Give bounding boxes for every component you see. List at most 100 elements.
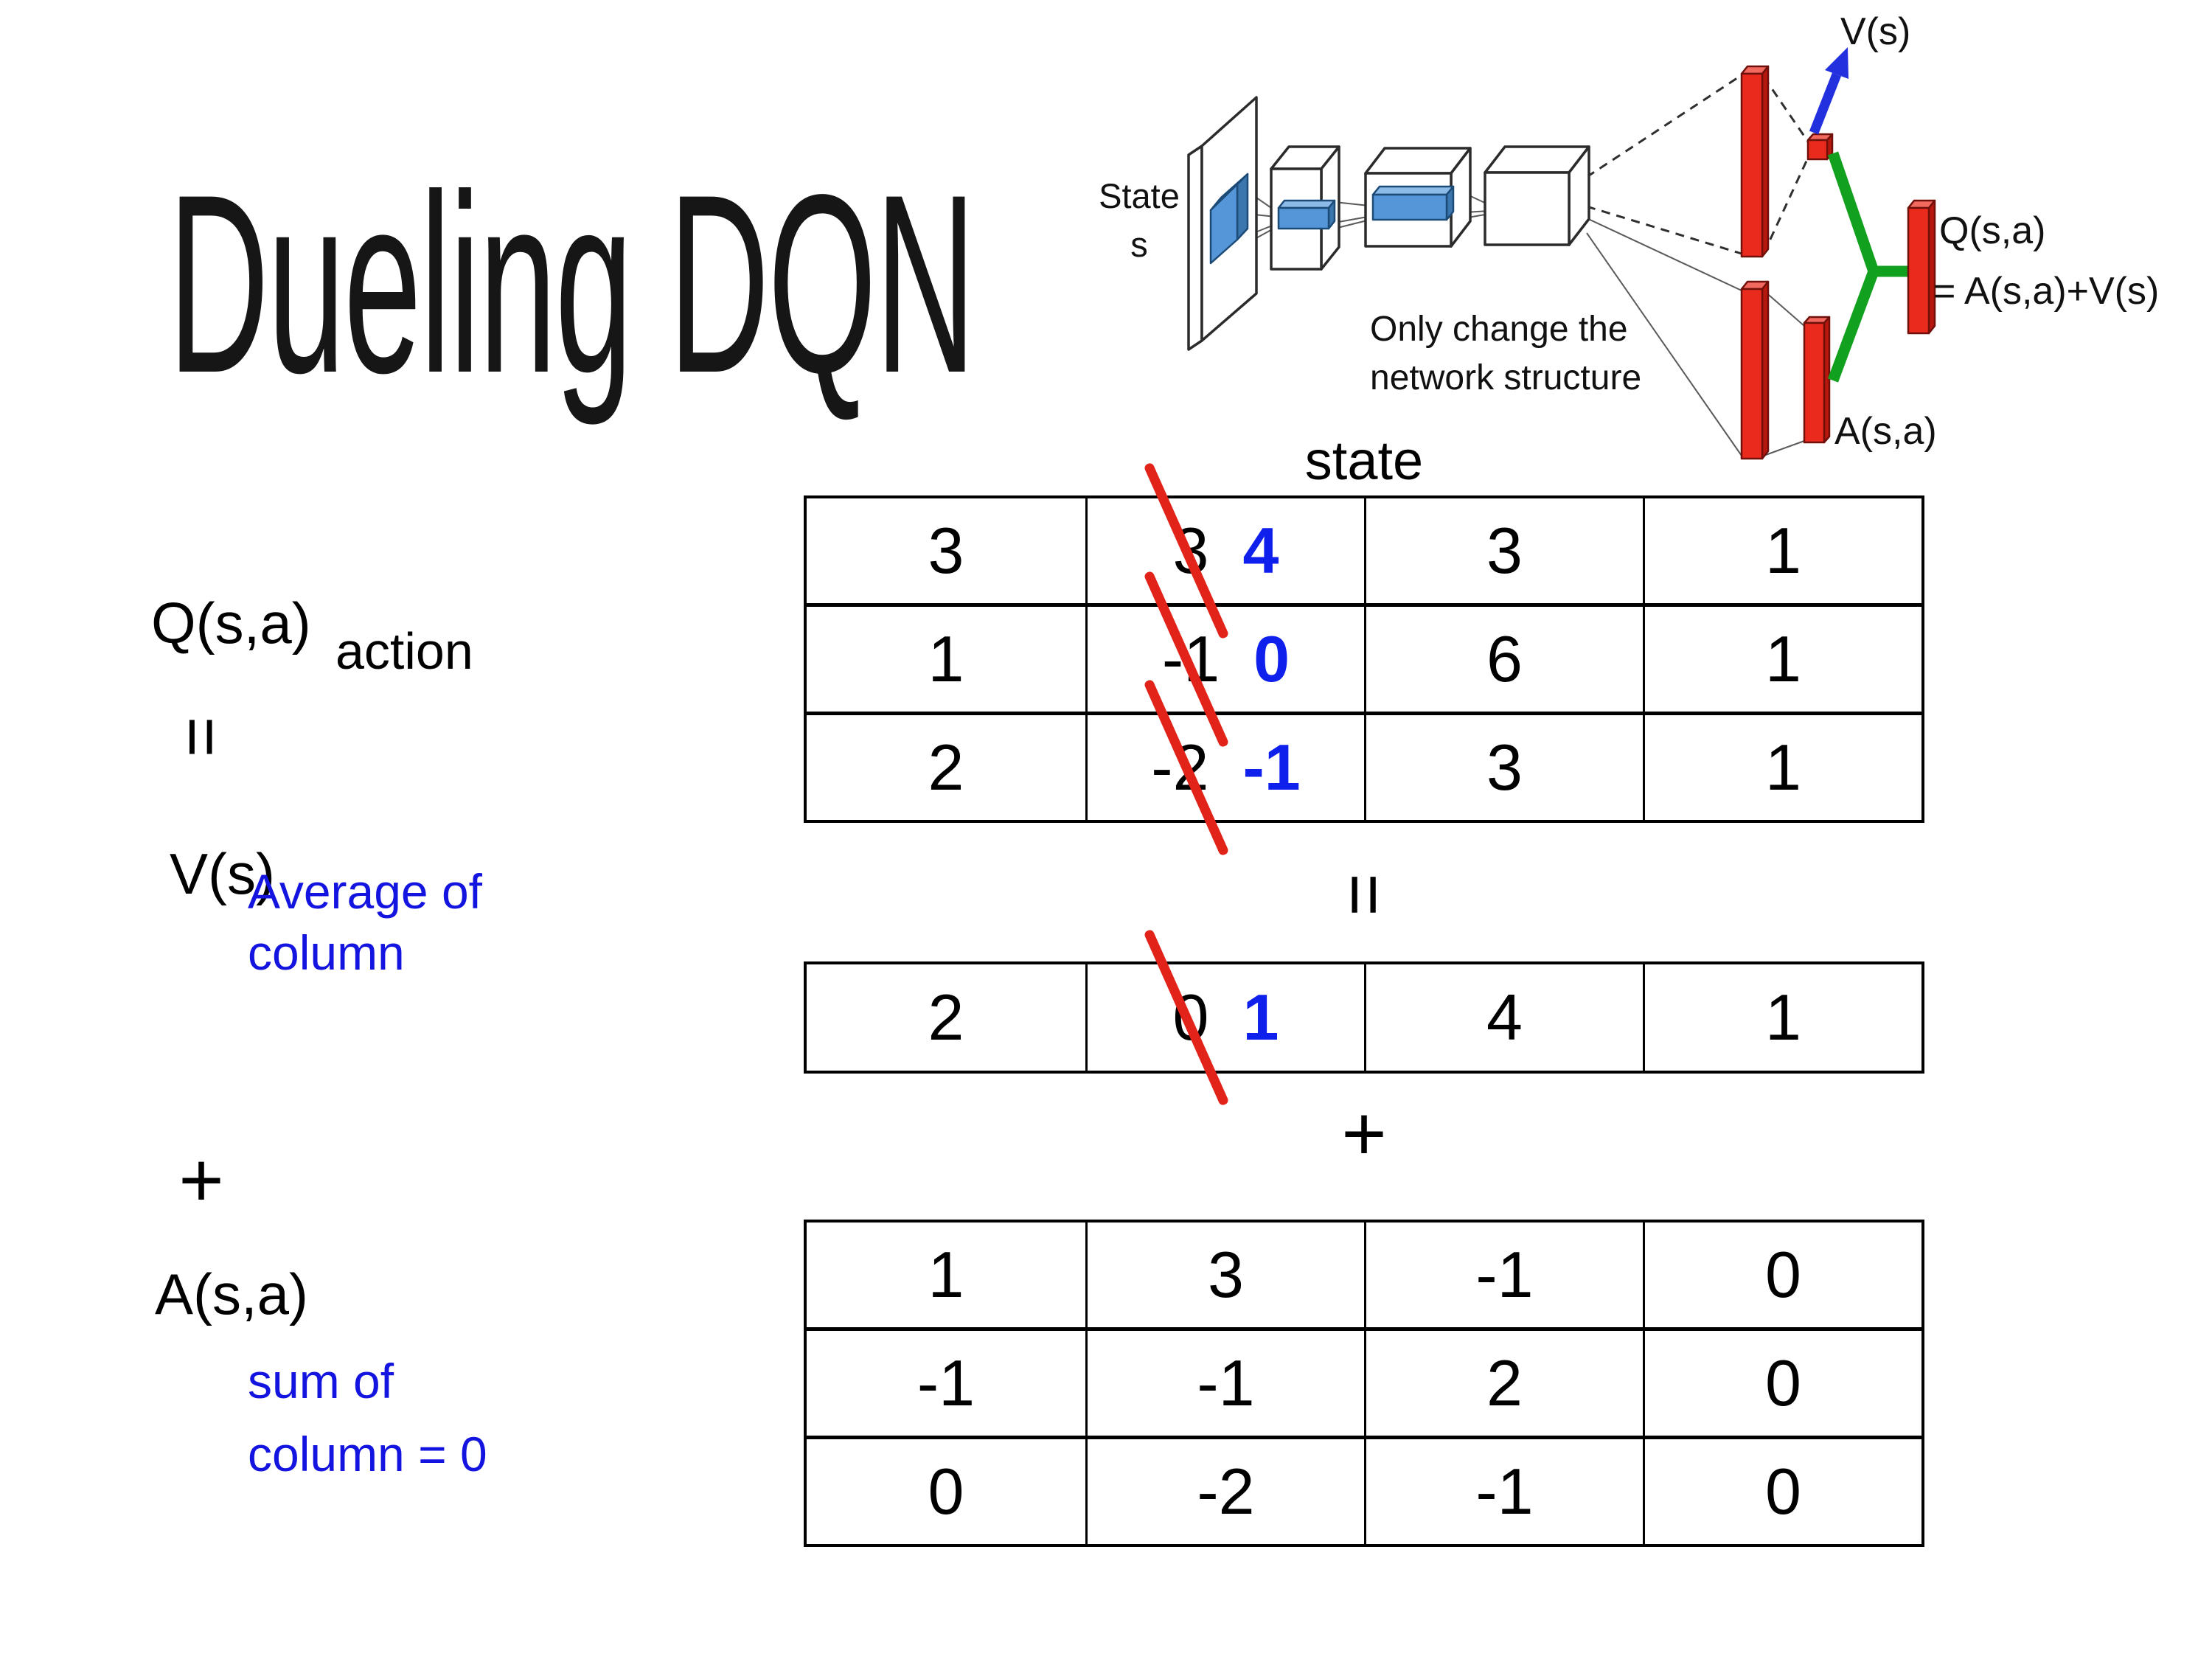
cell-value: 3 bbox=[1486, 514, 1523, 587]
crossed-old-value: 0 bbox=[1172, 981, 1209, 1054]
a-function-label: A(s,a) bbox=[155, 1262, 309, 1326]
a-table-cell: 0 bbox=[1643, 1327, 1921, 1436]
cell-value: 4 bbox=[1486, 981, 1523, 1054]
equals-sign-left: = bbox=[162, 716, 241, 758]
v-table-cell: 1 bbox=[1643, 964, 1921, 1071]
q-table-cell: 3 bbox=[807, 498, 1085, 603]
cell-value: 2 bbox=[928, 981, 964, 1054]
connector-lines bbox=[1210, 184, 1805, 456]
state-input-sub-label: s bbox=[1130, 225, 1148, 264]
v-function-label: V(s) bbox=[170, 841, 275, 906]
highlight-new-value: 0 bbox=[1253, 622, 1290, 695]
state-input-label: State bbox=[1099, 176, 1180, 215]
highlight-new-value: 4 bbox=[1242, 514, 1279, 587]
q-table-cell: 1 bbox=[1643, 712, 1921, 820]
crossed-old-value: -2 bbox=[1151, 731, 1209, 804]
plus-sign-mid: + bbox=[1341, 1091, 1387, 1177]
cell-value: 1 bbox=[1765, 981, 1801, 1054]
crossed-old-value: -1 bbox=[1161, 622, 1220, 695]
q-table-cell: 3 bbox=[1364, 712, 1643, 820]
a-output-label: A(s,a) bbox=[1834, 410, 1937, 453]
q-table-cell: -1 0 bbox=[1085, 570, 1364, 748]
a-table-cell: 0 bbox=[1643, 1436, 1921, 1544]
sum-note-line1: sum of bbox=[248, 1354, 394, 1408]
q-function-label: Q(s,a) bbox=[151, 591, 311, 655]
cell-value: 1 bbox=[928, 622, 964, 695]
feature-bar-1 bbox=[1277, 199, 1336, 230]
average-note: Average of column bbox=[248, 861, 482, 983]
cell-value: 6 bbox=[1486, 622, 1523, 695]
sum-note: sum of column = 0 bbox=[248, 1345, 487, 1491]
highlight-new-value: 1 bbox=[1242, 981, 1279, 1054]
cell-value: 0 bbox=[1765, 1238, 1801, 1311]
cell-value: -1 bbox=[1475, 1455, 1534, 1528]
a-table-cell: 3 bbox=[1085, 1222, 1364, 1327]
q-table-cell: 1 bbox=[1643, 498, 1921, 603]
cell-value: 1 bbox=[1765, 622, 1801, 695]
value-scalar-box bbox=[1806, 133, 1834, 161]
a-table-cell: 1 bbox=[807, 1222, 1085, 1327]
v-table-cell: 4 bbox=[1364, 964, 1643, 1071]
feature-bar-2 bbox=[1371, 185, 1455, 221]
a-table-cell: -1 bbox=[1085, 1327, 1364, 1436]
average-note-line2: column bbox=[248, 925, 405, 980]
a-table-cell: -2 bbox=[1085, 1436, 1364, 1544]
conv-patch-shape bbox=[1209, 173, 1249, 265]
cell-value: 1 bbox=[928, 1238, 964, 1311]
cell-value: 2 bbox=[1486, 1346, 1523, 1419]
average-note-line1: Average of bbox=[248, 864, 483, 919]
cell-value: -1 bbox=[917, 1346, 975, 1419]
q-table-cell: 1 bbox=[1643, 603, 1921, 712]
q-table-cell: 6 bbox=[1364, 603, 1643, 712]
cell-value: 0 bbox=[928, 1455, 964, 1528]
cell-value: 2 bbox=[928, 731, 964, 804]
cell-value: 1 bbox=[1765, 514, 1801, 587]
merge-links-green bbox=[1827, 151, 1914, 383]
a-value-table: 1 3 -1 0 -1 -1 2 0 0 -2 -1 0 bbox=[804, 1220, 1924, 1547]
value-stream-hidden-bar bbox=[1740, 65, 1770, 258]
advantage-stream-hidden-bar bbox=[1740, 280, 1770, 460]
v-output-label: V(s) bbox=[1840, 10, 1910, 53]
a-table-cell: 0 bbox=[807, 1436, 1085, 1544]
q-output-label-line2: = A(s,a)+V(s) bbox=[1933, 270, 2159, 313]
cell-value: 0 bbox=[1765, 1455, 1801, 1528]
q-output-bar bbox=[1907, 199, 1936, 335]
q-table-cell: 3 bbox=[1364, 498, 1643, 603]
v-table-cell: 2 bbox=[807, 964, 1085, 1071]
cell-value: -1 bbox=[1475, 1238, 1534, 1311]
a-table-cell: 2 bbox=[1364, 1327, 1643, 1436]
a-table-cell: -1 bbox=[1364, 1222, 1643, 1327]
cell-value: 3 bbox=[1208, 1238, 1244, 1311]
a-table-cell: -1 bbox=[807, 1327, 1085, 1436]
v-output-arrow bbox=[1809, 47, 1848, 135]
advantage-vector-bar bbox=[1803, 316, 1831, 444]
fc-layer-box bbox=[1484, 145, 1590, 246]
network-note-line2: network structure bbox=[1370, 358, 1641, 397]
dashed-connector-lines bbox=[1586, 74, 1809, 255]
q-table-cell: 1 bbox=[807, 603, 1085, 712]
slide-title: Dueling DQN bbox=[168, 142, 976, 426]
a-table-cell: -1 bbox=[1364, 1436, 1643, 1544]
cell-value: -2 bbox=[1197, 1455, 1255, 1528]
sum-note-line2: column = 0 bbox=[248, 1427, 487, 1481]
highlight-new-value: -1 bbox=[1242, 731, 1301, 804]
cell-value: 3 bbox=[1486, 731, 1523, 804]
a-table-cell: 0 bbox=[1643, 1222, 1921, 1327]
q-output-label-line1: Q(s,a) bbox=[1939, 209, 2045, 252]
cell-value: -1 bbox=[1197, 1346, 1255, 1419]
plus-sign-left: + bbox=[178, 1137, 224, 1223]
action-axis-label: action bbox=[335, 622, 473, 680]
cell-value: 3 bbox=[928, 514, 964, 587]
cell-value: 1 bbox=[1765, 731, 1801, 804]
equals-sign-mid: = bbox=[1323, 873, 1406, 917]
state-axis-label: state bbox=[1304, 430, 1424, 491]
crossed-old-value: 3 bbox=[1172, 514, 1209, 587]
cell-value: 0 bbox=[1765, 1346, 1801, 1419]
network-diagram: State s Only change the network structur… bbox=[1099, 10, 2159, 460]
network-note-line1: Only change the bbox=[1370, 310, 1628, 349]
